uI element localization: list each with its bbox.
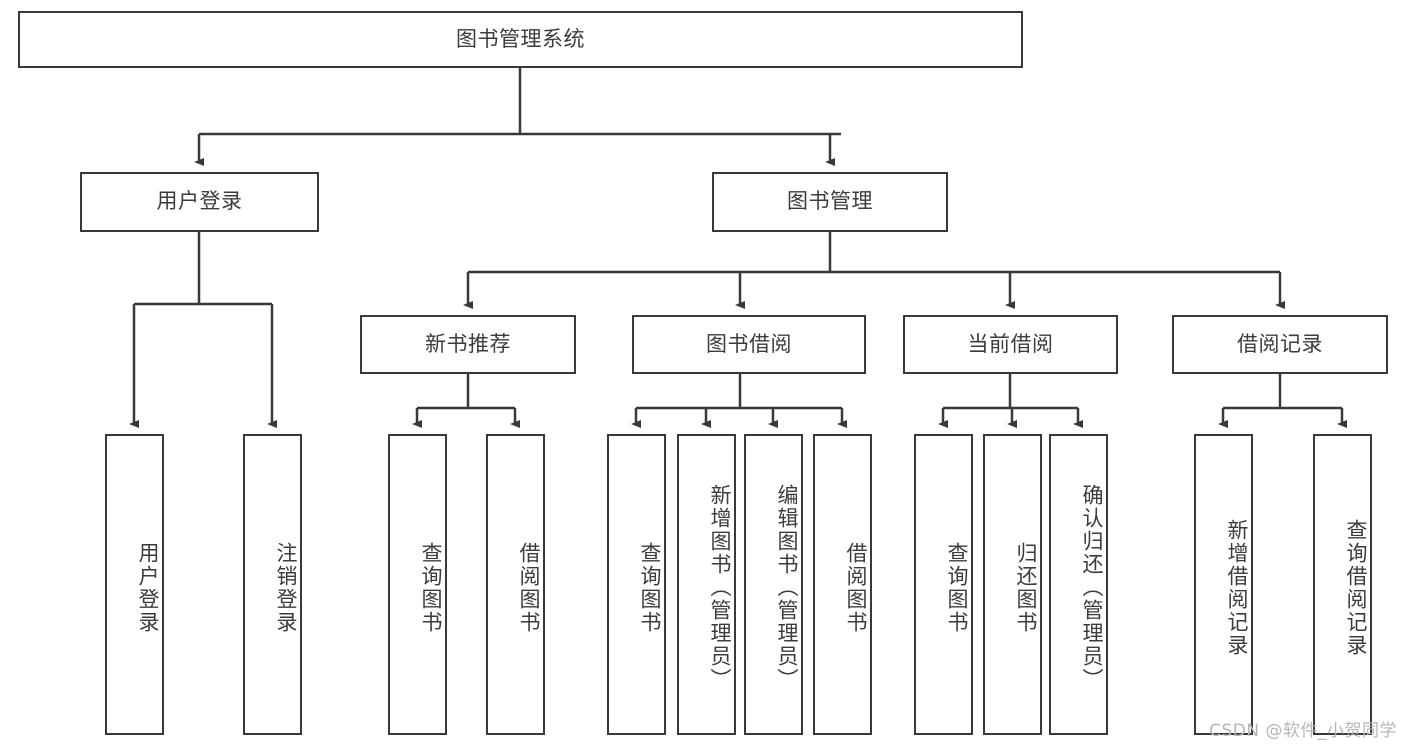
node-leaf-label: 编辑图书（管理员） xyxy=(775,484,799,691)
node-leaf-5[interactable]: 查询图书 xyxy=(607,434,666,735)
node-leaf-1[interactable]: 用户登录 xyxy=(105,434,164,735)
node-leaf-label: 借阅图书 xyxy=(517,541,541,634)
node-leaf-2[interactable]: 注销登录 xyxy=(243,434,302,735)
node-leaf-label: 借阅图书 xyxy=(844,541,868,634)
node-leaf-label: 查询借阅记录 xyxy=(1344,518,1368,657)
node-leaf-11[interactable]: 确认归还（管理员） xyxy=(1049,434,1108,735)
node-leaf-label: 确认归还（管理员） xyxy=(1080,484,1104,691)
node-level3-1[interactable]: 新书推荐 xyxy=(360,315,576,374)
node-leaf-label: 查询图书 xyxy=(419,541,443,634)
node-leaf-3[interactable]: 查询图书 xyxy=(388,434,447,735)
node-level3-label: 当前借阅 xyxy=(967,331,1054,356)
node-level3-label: 新书推荐 xyxy=(425,331,511,356)
node-leaf-label: 用户登录 xyxy=(136,541,160,634)
node-leaf-4[interactable]: 借阅图书 xyxy=(486,434,545,735)
node-level2-label: 图书管理 xyxy=(787,189,873,214)
node-leaf-label: 新增图书（管理员） xyxy=(708,484,732,691)
node-level2-2[interactable]: 图书管理 xyxy=(712,172,948,232)
node-level3-label: 借阅记录 xyxy=(1237,331,1323,356)
node-leaf-10[interactable]: 归还图书 xyxy=(983,434,1042,735)
node-root[interactable]: 图书管理系统 xyxy=(18,11,1023,68)
node-leaf-label: 归还图书 xyxy=(1014,541,1038,634)
node-leaf-9[interactable]: 查询图书 xyxy=(914,434,973,735)
node-level3-2[interactable]: 图书借阅 xyxy=(632,315,866,374)
node-leaf-12[interactable]: 新增借阅记录 xyxy=(1194,434,1253,735)
node-level2-label: 用户登录 xyxy=(156,189,243,214)
node-leaf-7[interactable]: 编辑图书（管理员） xyxy=(744,434,803,735)
node-leaf-13[interactable]: 查询借阅记录 xyxy=(1313,434,1372,735)
node-leaf-label: 查询图书 xyxy=(945,541,969,634)
node-level3-label: 图书借阅 xyxy=(706,331,792,356)
watermark: CSDN @软件_小贺同学 xyxy=(1209,721,1397,741)
node-level3-3[interactable]: 当前借阅 xyxy=(903,315,1118,374)
node-root-label: 图书管理系统 xyxy=(456,26,585,51)
node-level3-4[interactable]: 借阅记录 xyxy=(1172,315,1388,374)
node-leaf-label: 注销登录 xyxy=(274,541,298,634)
node-leaf-label: 新增借阅记录 xyxy=(1225,518,1249,657)
node-leaf-8[interactable]: 借阅图书 xyxy=(813,434,872,735)
node-level2-1[interactable]: 用户登录 xyxy=(80,172,319,232)
node-leaf-label: 查询图书 xyxy=(638,541,662,634)
node-leaf-6[interactable]: 新增图书（管理员） xyxy=(677,434,736,735)
